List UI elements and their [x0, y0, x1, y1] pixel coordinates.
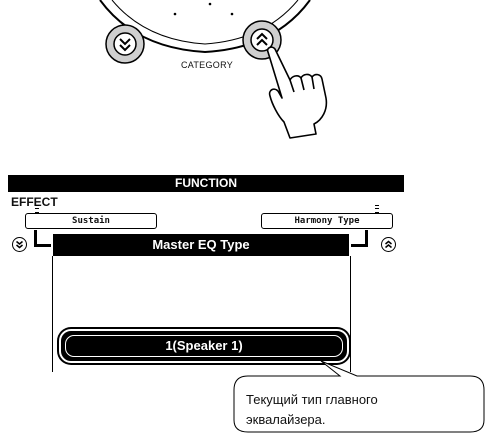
pointing-hand-icon	[266, 46, 328, 139]
function-title-master-eq-type: Master EQ Type	[53, 234, 349, 256]
harmony-tick-mark	[375, 205, 379, 213]
function-header: FUNCTION	[8, 175, 404, 192]
effect-section-label: EFFECT	[11, 195, 58, 209]
panel-guide-left	[52, 256, 53, 372]
double-chevron-down-icon	[119, 38, 131, 52]
double-chevron-up-icon	[256, 32, 268, 46]
panel-guide-right	[350, 256, 351, 372]
prev-function-sustain: Sustain	[25, 213, 157, 229]
callout-line-2: эквалайзера.	[246, 412, 326, 427]
double-chevron-up-icon	[381, 237, 396, 252]
current-value-display: 1(Speaker 1)	[59, 329, 349, 363]
left-bracket	[34, 230, 51, 247]
double-chevron-down-icon	[12, 237, 27, 252]
category-label: CATEGORY	[180, 60, 234, 70]
category-down-button[interactable]	[105, 24, 145, 64]
current-value-text: 1(Speaker 1)	[65, 335, 343, 357]
callout-line-1: Текущий тип главного	[246, 392, 378, 407]
sustain-tick-mark	[35, 205, 39, 213]
callout-text: Текущий тип главного эквалайзера.	[246, 390, 476, 430]
right-bracket	[351, 230, 368, 247]
category-buttons-illustration	[99, 0, 328, 139]
next-function-harmony-type: Harmony Type	[261, 213, 393, 229]
